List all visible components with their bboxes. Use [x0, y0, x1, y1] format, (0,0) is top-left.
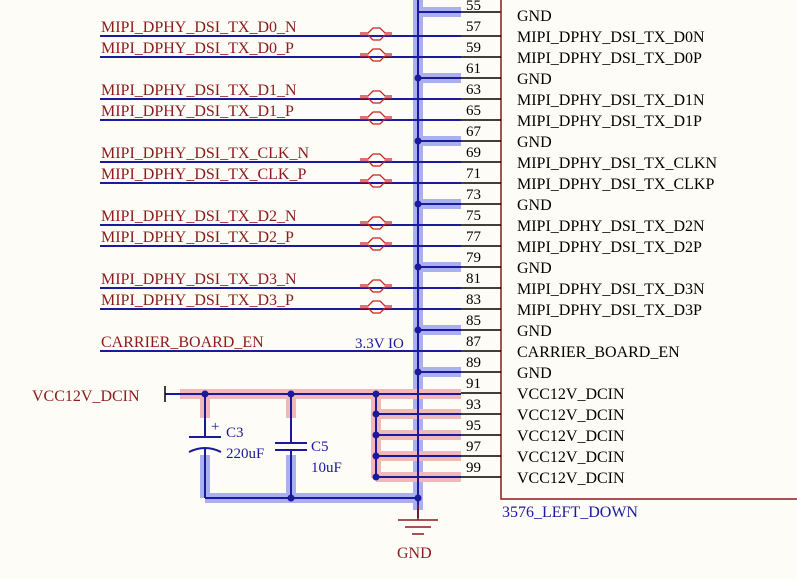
- cap-c3-ref[interactable]: C3: [226, 425, 244, 441]
- pin-name: VCC12V_DCIN: [517, 407, 625, 424]
- net-label[interactable]: MIPI_DPHY_DSI_TX_D1_P: [101, 103, 294, 120]
- pin-name: GND: [517, 323, 552, 340]
- pin-name: MIPI_DPHY_DSI_TX_D0N: [517, 29, 705, 46]
- pin-name: VCC12V_DCIN: [517, 470, 625, 487]
- pin-number: 71: [466, 166, 481, 182]
- pin-name-partial: GND: [517, 8, 552, 25]
- net-label[interactable]: MIPI_DPHY_DSI_TX_D2_N: [101, 208, 297, 225]
- pin-number: 87: [466, 334, 482, 350]
- pin-name: MIPI_DPHY_DSI_TX_D1P: [517, 113, 702, 130]
- diff-pair-path: [360, 153, 392, 167]
- pin-name: MIPI_DPHY_DSI_TX_D2N: [517, 218, 705, 235]
- pin-name: GND: [517, 260, 552, 277]
- pin-number: 65: [466, 103, 481, 119]
- junction-dot: [414, 494, 422, 502]
- pin-name: GND: [517, 197, 552, 214]
- pin-number: 95: [466, 418, 481, 434]
- ground-symbol-icon[interactable]: [398, 505, 438, 535]
- pin-number: 75: [466, 208, 481, 224]
- diff-pair-icon: [360, 300, 392, 314]
- pin-number: 73: [466, 187, 481, 203]
- wire-layer: [100, 0, 501, 535]
- pin-number: 93: [466, 397, 481, 413]
- pin-name: MIPI_DPHY_DSI_TX_D3N: [517, 281, 705, 298]
- diff-pair-icon: [360, 237, 392, 251]
- pin-name: VCC12V_DCIN: [517, 386, 625, 403]
- pin-name: GND: [517, 71, 552, 88]
- diff-pair-icon: [360, 111, 392, 125]
- net-label[interactable]: MIPI_DPHY_DSI_TX_D3_P: [101, 292, 294, 309]
- pin-name: MIPI_DPHY_DSI_TX_D2P: [517, 239, 702, 256]
- pin-name: VCC12V_DCIN: [517, 428, 625, 445]
- pin-number: 63: [466, 82, 481, 98]
- pin-name: GND: [517, 134, 552, 151]
- cap-c3-value[interactable]: 220uF: [226, 446, 264, 462]
- pin-name: MIPI_DPHY_DSI_TX_CLKP: [517, 176, 714, 193]
- diff-pair-path: [360, 174, 392, 188]
- pin-number: 83: [466, 292, 481, 308]
- pin-number: 79: [466, 250, 481, 266]
- pin-number-partial: 55: [466, 0, 481, 14]
- junction-dot: [372, 390, 380, 398]
- net-label[interactable]: MIPI_DPHY_DSI_TX_D3_N: [101, 271, 297, 288]
- diff-pair-path: [360, 279, 392, 293]
- diff-pair-path: [360, 27, 392, 41]
- pin-number: 89: [466, 355, 481, 371]
- pin-number: 67: [466, 124, 482, 140]
- diff-pair-path: [360, 111, 392, 125]
- net-label[interactable]: MIPI_DPHY_DSI_TX_D1_N: [101, 82, 297, 99]
- pin-number: 81: [466, 271, 481, 287]
- pin-name: MIPI_DPHY_DSI_TX_D0P: [517, 50, 702, 67]
- diff-pair-path: [360, 90, 392, 104]
- net-label[interactable]: MIPI_DPHY_DSI_TX_D2_P: [101, 229, 294, 246]
- cap-c5-value[interactable]: 10uF: [311, 460, 342, 476]
- diff-pair-icon: [360, 153, 392, 167]
- diff-pair-icon: [360, 48, 392, 62]
- diff-pair-path: [360, 216, 392, 230]
- net-label[interactable]: MIPI_DPHY_DSI_TX_CLK_N: [101, 145, 309, 162]
- pin-number: 57: [466, 19, 482, 35]
- cap-c3-polarity: +: [211, 419, 219, 435]
- diff-pair-icon: [360, 90, 392, 104]
- pin-name: MIPI_DPHY_DSI_TX_D3P: [517, 302, 702, 319]
- pin-number: 77: [466, 229, 482, 245]
- pin-number: 69: [466, 145, 481, 161]
- pin-number: 91: [466, 376, 481, 392]
- ground-label[interactable]: GND: [397, 545, 432, 562]
- pin-name: MIPI_DPHY_DSI_TX_D1N: [517, 92, 705, 109]
- diff-pair-icon: [360, 279, 392, 293]
- io-voltage-label: 3.3V IO: [355, 336, 404, 352]
- pin-name: CARRIER_BOARD_EN: [517, 344, 680, 361]
- component-name: 3576_LEFT_DOWN: [502, 504, 638, 521]
- net-label-list: MIPI_DPHY_DSI_TX_D0_N MIPI_DPHY_DSI_TX_D0…: [101, 19, 392, 351]
- net-label[interactable]: MIPI_DPHY_DSI_TX_D0_N: [101, 19, 297, 36]
- diff-pair-path: [360, 48, 392, 62]
- pin-name: VCC12V_DCIN: [517, 449, 625, 466]
- cap-c5-ref[interactable]: C5: [311, 439, 329, 455]
- pin-number: 85: [466, 313, 481, 329]
- pin-number: 61: [466, 61, 481, 77]
- power-port-label[interactable]: VCC12V_DCIN: [32, 388, 140, 405]
- pin-name: GND: [517, 365, 552, 382]
- component-body[interactable]: [500, 0, 797, 500]
- diff-pair-icon: [360, 174, 392, 188]
- net-label[interactable]: CARRIER_BOARD_EN: [101, 334, 264, 351]
- diff-pair-path: [360, 300, 392, 314]
- pin-number: 99: [466, 460, 481, 476]
- net-label[interactable]: MIPI_DPHY_DSI_TX_CLK_P: [101, 166, 306, 183]
- pin-number: 59: [466, 40, 481, 56]
- diff-pair-icon: [360, 216, 392, 230]
- net-label[interactable]: MIPI_DPHY_DSI_TX_D0_P: [101, 40, 294, 57]
- diff-pair-icon: [360, 27, 392, 41]
- diff-pair-path: [360, 237, 392, 251]
- pin-name: MIPI_DPHY_DSI_TX_CLKN: [517, 155, 717, 172]
- pin-number: 97: [466, 439, 482, 455]
